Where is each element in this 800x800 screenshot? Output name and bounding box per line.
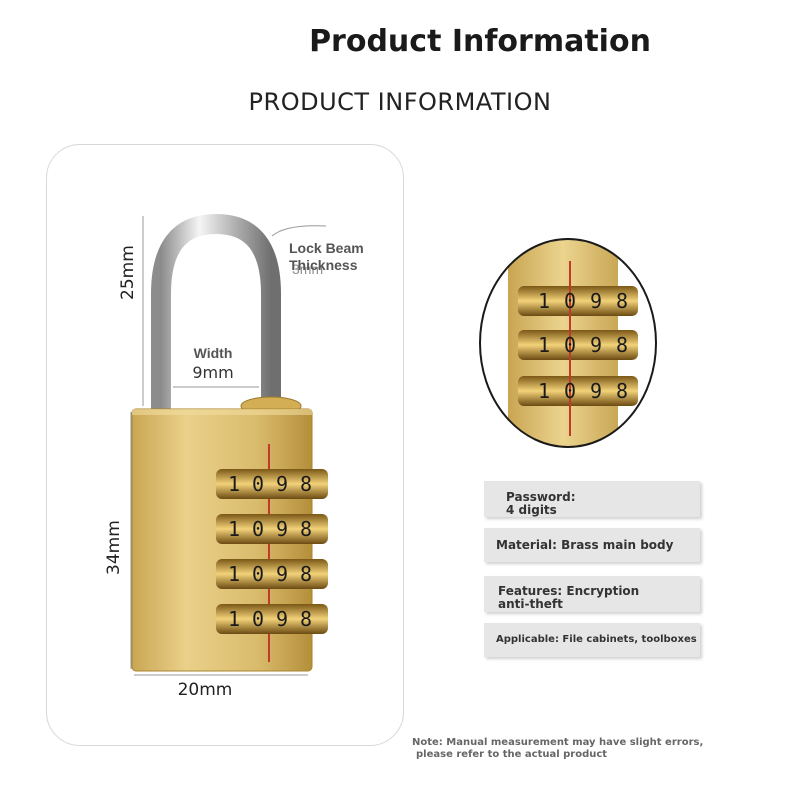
- dial-3: [216, 559, 328, 589]
- dial-1: [216, 469, 328, 499]
- spec-features: Features: Encryption anti-theft: [484, 576, 700, 612]
- page-subtitle: PRODUCT INFORMATION: [248, 88, 552, 116]
- inner-width-title: Width: [193, 345, 233, 361]
- spec-password-line2: 4 digits: [506, 503, 557, 517]
- dial-digit: 0: [252, 607, 264, 631]
- dial-digit: 8: [300, 607, 312, 631]
- spec-material: Material: Brass main body: [484, 528, 700, 562]
- spec-features-line2: anti-theft: [498, 597, 563, 611]
- dial-digit: 0: [252, 472, 264, 496]
- body-height-label: 34mm: [104, 520, 124, 575]
- inner-width-value: 9mm: [192, 363, 234, 382]
- note-line1: Note: Manual measurement may have slight…: [412, 737, 704, 748]
- dial-digit: 8: [616, 333, 628, 357]
- spec-features-line1: Features: Encryption: [498, 584, 640, 598]
- dial-digit: 8: [300, 562, 312, 586]
- note-line2: please refer to the actual product: [416, 749, 608, 760]
- beam-title-line1: Lock Beam: [289, 240, 364, 256]
- dial-digit: 1: [228, 607, 240, 631]
- beam-thickness-title: Lock Beam Thickness: [289, 240, 364, 274]
- spec-applicable: Applicable: File cabinets, toolboxes: [484, 623, 700, 657]
- dial-digit: 0: [564, 379, 576, 403]
- dial-2: [216, 514, 328, 544]
- dial-digit: 8: [300, 517, 312, 541]
- shackle: [151, 213, 281, 409]
- dial-digit: 9: [276, 472, 288, 496]
- dial-digit: 8: [300, 472, 312, 496]
- dial-digit: 0: [564, 289, 576, 313]
- dial-digit: 9: [590, 333, 602, 357]
- dial-digit: 0: [252, 517, 264, 541]
- dial-digit: 0: [564, 333, 576, 357]
- dial-digit: 1: [538, 333, 550, 357]
- measurement-note: Note: Manual measurement may have slight…: [412, 737, 792, 761]
- shackle-height-label: 25mm: [118, 245, 138, 300]
- beam-thickness-value: 3mm: [292, 261, 324, 277]
- dial-digit: 1: [228, 517, 240, 541]
- dial-digit: 9: [590, 379, 602, 403]
- dial-digit: 8: [616, 379, 628, 403]
- dial-digit: 1: [538, 379, 550, 403]
- dial-4: [216, 604, 328, 634]
- dial-digit: 1: [538, 289, 550, 313]
- dimension-lines: [130, 216, 327, 676]
- spec-password-line1: Password:: [506, 490, 576, 504]
- body-width-label: 20mm: [177, 680, 233, 700]
- spec-password: Password: 4 digits: [484, 481, 700, 517]
- dial-digit: 0: [252, 562, 264, 586]
- dial-digit: 8: [616, 289, 628, 313]
- dial-digit: 9: [276, 562, 288, 586]
- dial-digit: 1: [228, 562, 240, 586]
- page-title: Product Information: [309, 24, 651, 59]
- dial-digit: 1: [228, 472, 240, 496]
- dial-digit: 9: [276, 517, 288, 541]
- dial-digit: 9: [276, 607, 288, 631]
- beam-title-line2: Thickness: [289, 257, 358, 273]
- dial-digit: 9: [590, 289, 602, 313]
